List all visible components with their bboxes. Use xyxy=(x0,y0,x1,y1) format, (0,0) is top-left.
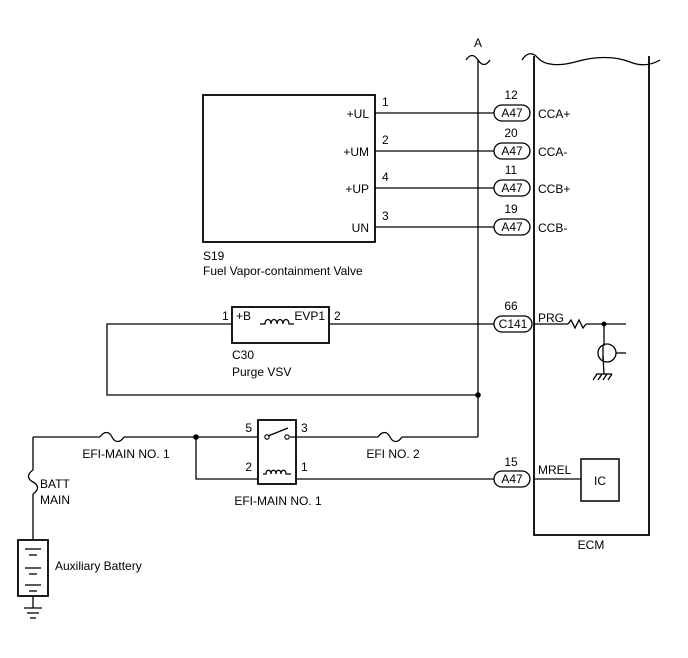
auxiliary-battery-label: Auxiliary Battery xyxy=(55,559,142,573)
ecm-terminal-label: CCA+ xyxy=(538,107,570,121)
relay-pin-1: 1 xyxy=(301,460,308,474)
relay-coil-icon xyxy=(263,469,291,475)
relay-pin-2: 2 xyxy=(245,460,252,474)
battery-icon xyxy=(25,548,41,592)
relay-efi-main-1-box xyxy=(257,419,297,485)
purge-vsv-box xyxy=(231,306,330,344)
connector-code: A47 xyxy=(501,181,523,195)
purge-vsv-code: C30 xyxy=(232,348,254,362)
fuse-efi-main-1-label: EFI-MAIN NO. 1 xyxy=(82,447,170,461)
ecm-ic-box xyxy=(580,458,620,502)
purge-vsv-evp1: EVP1 xyxy=(294,309,325,323)
ecm-pin-number: 66 xyxy=(504,299,518,313)
ecm-pin-number: 15 xyxy=(504,455,518,469)
ground-icon xyxy=(24,607,42,619)
relay-name: EFI-MAIN NO. 1 xyxy=(234,494,322,508)
fuel-vapor-valve-box xyxy=(202,94,376,243)
purge-vsv-pin-right: 2 xyxy=(334,309,341,323)
ecm-terminal-label: MREL xyxy=(538,463,572,477)
resistor-icon xyxy=(567,318,587,330)
fuse-batt-main-label-1: BATT xyxy=(40,477,70,491)
connector-pill xyxy=(493,218,531,236)
fuse-batt-main-label-2: MAIN xyxy=(40,493,70,507)
valve-row-up: +UP 4 11 A47 CCB+ xyxy=(345,163,570,197)
ecm-pin-number: 20 xyxy=(504,126,518,140)
valve-row-ul: +UL 1 12 A47 CCA+ xyxy=(347,88,570,122)
transistor-icon xyxy=(597,343,626,375)
junction-a-label: A xyxy=(474,36,482,50)
valve-pin-label: UN xyxy=(352,221,369,235)
relay-coil-supply-wire xyxy=(195,437,258,480)
purge-vsv-coil-icon xyxy=(260,318,294,325)
vsv-supply-wire xyxy=(106,323,478,396)
valve-row-un: UN 3 19 A47 CCB- xyxy=(352,202,567,236)
purge-vsv-name: Purge VSV xyxy=(232,365,291,379)
relay-switch-icon xyxy=(264,427,290,440)
purge-vsv-plus-b: +B xyxy=(236,309,251,323)
valve-pin-label: +UP xyxy=(345,182,369,196)
ecm-terminal-label: CCB- xyxy=(538,221,567,235)
ecm-terminal-label: CCB+ xyxy=(538,182,570,196)
fuse-efi-main-1-icon xyxy=(99,431,125,443)
valve-pin-label: +UM xyxy=(343,145,369,159)
ecm-top-edge xyxy=(521,53,661,66)
junction-dot xyxy=(475,392,481,398)
relay-pin-5: 5 xyxy=(245,421,252,435)
fuse-efi-no2-icon xyxy=(377,431,403,443)
valve-row-um: +UM 2 20 A47 CCA- xyxy=(343,126,567,160)
connector-code: A47 xyxy=(501,144,523,158)
valve-pin-number: 3 xyxy=(382,209,389,223)
connector-code: A47 xyxy=(501,106,523,120)
ecm-pin-number: 11 xyxy=(505,163,518,177)
ecm-terminal-label: CCA- xyxy=(538,145,567,159)
connector-pill xyxy=(493,142,531,160)
connector-code: C141 xyxy=(499,317,528,331)
connector-code: A47 xyxy=(501,220,523,234)
connector-pill xyxy=(493,179,531,197)
fuel-vapor-valve-name: Fuel Vapor-containment Valve xyxy=(203,264,363,278)
ground-icon xyxy=(592,373,613,381)
connector-pill xyxy=(493,470,531,488)
relay-pin-3: 3 xyxy=(301,421,308,435)
connector-pill xyxy=(493,315,533,333)
ecm-ic-label: IC xyxy=(594,474,606,488)
purge-vsv-pin-left: 1 xyxy=(222,309,229,323)
valve-pin-number: 2 xyxy=(382,133,389,147)
ecm-pin-number: 19 xyxy=(504,202,518,216)
connector-code: A47 xyxy=(501,472,523,486)
connector-pill xyxy=(493,104,531,122)
fuse-efi-no2-label: EFI NO. 2 xyxy=(366,447,420,461)
valve-pin-number: 4 xyxy=(382,170,389,184)
fuse-batt-main-icon xyxy=(27,469,39,495)
fuel-vapor-valve-code: S19 xyxy=(203,249,225,263)
ecm-terminal-label: PRG xyxy=(538,311,564,325)
ecm-pin-number: 12 xyxy=(504,88,518,102)
ecm-label: ECM xyxy=(578,538,605,552)
valve-pin-label: +UL xyxy=(347,107,370,121)
valve-pin-number: 1 xyxy=(382,95,389,109)
ecm-outline xyxy=(533,56,650,536)
